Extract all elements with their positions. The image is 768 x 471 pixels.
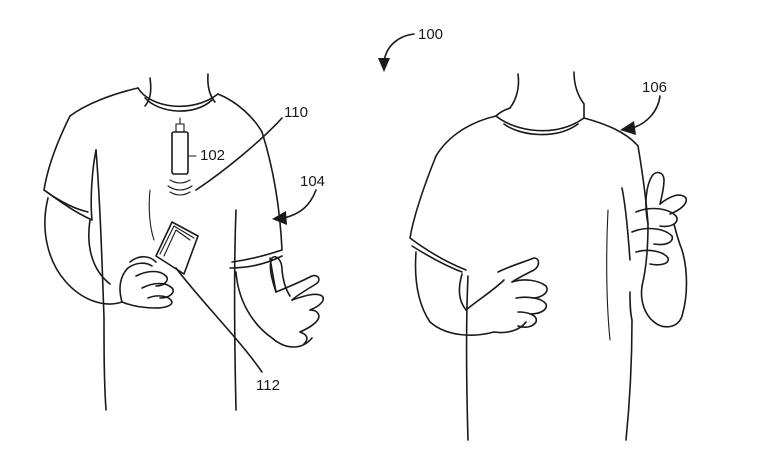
left-hand-back (119, 262, 153, 303)
leader-112 (175, 267, 263, 373)
leader-104 (283, 189, 317, 219)
r-right-arm-lower (640, 285, 683, 328)
left-torso-side (95, 149, 105, 319)
right-hand-finger4 (299, 331, 308, 345)
handheld-device (155, 221, 199, 275)
left-neck-left (144, 77, 152, 107)
r-hand-palm (673, 223, 688, 317)
r-right-arm-inner (629, 291, 633, 321)
r-hand-thumb (645, 171, 665, 225)
r-fist-finger3 (517, 311, 538, 328)
label-104: 104 (300, 173, 325, 190)
left-hand-finger1 (135, 270, 169, 287)
right-arm-outer (235, 271, 313, 348)
r-hand-finger4 (635, 249, 670, 266)
left-hand-palm (121, 301, 157, 309)
left-shoulder-r (217, 93, 263, 133)
wearable-body (171, 131, 189, 175)
right-hand-thumb (269, 255, 291, 297)
right-hand-finger2 (291, 293, 325, 311)
label-100: 100 (418, 26, 443, 43)
r-hand-finger1 (659, 194, 688, 215)
r-fist-bottom (493, 321, 527, 334)
left-torso-lower (103, 317, 107, 411)
left-arm-inner (88, 219, 111, 285)
label-102: 102 (200, 147, 225, 164)
r-neck-left (509, 73, 520, 109)
wearable-clip (175, 123, 185, 133)
r-neck-right (573, 71, 585, 105)
r-left-arm-outer (414, 251, 495, 336)
arrowhead-100 (378, 58, 390, 72)
r-torso-right (625, 319, 633, 441)
leader-110 (195, 117, 283, 191)
left-sleeve-hem (43, 189, 89, 213)
left-shoulder-l (69, 87, 139, 117)
r-shoulder-l (435, 115, 497, 157)
r-fist-finger2 (515, 296, 548, 315)
signal-arc-3 (169, 191, 191, 196)
arrowhead-106 (620, 121, 636, 135)
left-sleeve-a (43, 115, 97, 221)
signal-arc-1 (169, 179, 191, 184)
r-torso-left (465, 275, 469, 441)
arrowhead-104 (272, 211, 287, 225)
right-hand-finger3 (299, 309, 320, 333)
handheld-body (155, 221, 199, 275)
handheld-screen-edge (159, 225, 195, 255)
r-collar-inner (503, 123, 579, 136)
left-collar-inner (144, 97, 213, 112)
r-fist-wrist (465, 279, 505, 311)
left-hand-knuckle1 (129, 255, 157, 263)
leader-100 (383, 33, 415, 63)
right-sleeve-a (231, 131, 283, 263)
label-112: 112 (256, 377, 280, 394)
person-left (43, 73, 325, 411)
leader-106 (631, 95, 661, 129)
r-shoulder-r (583, 117, 639, 147)
r-hand-finger3 (631, 227, 674, 246)
shirt-fold (148, 189, 155, 241)
left-collar-outer (137, 87, 219, 108)
r-hand-inner-line (621, 187, 631, 261)
r-left-sleeve (409, 155, 467, 271)
handheld-screen-edge2 (163, 229, 191, 257)
r-shirt-fold (606, 209, 611, 341)
signal-arc-2 (167, 185, 193, 191)
wearable-device (167, 117, 193, 196)
left-hand-finger2 (141, 282, 175, 299)
label-106: 106 (642, 79, 667, 96)
left-neck-right (207, 73, 216, 103)
r-collar-outer (495, 115, 585, 132)
r-fist-thumb (497, 257, 540, 283)
right-hand-finger1 (275, 274, 320, 301)
r-fist-finger1 (511, 279, 548, 299)
left-arm-outer (44, 197, 123, 305)
r-left-arm-inner (458, 273, 467, 311)
left-torso-right (233, 209, 237, 411)
left-hand-finger3 (147, 295, 173, 309)
r-collar-left (495, 107, 511, 117)
person-right (409, 71, 688, 441)
label-110: 110 (284, 104, 308, 121)
r-left-sleeve-hem (411, 245, 463, 273)
r-hand-finger2 (635, 207, 678, 228)
